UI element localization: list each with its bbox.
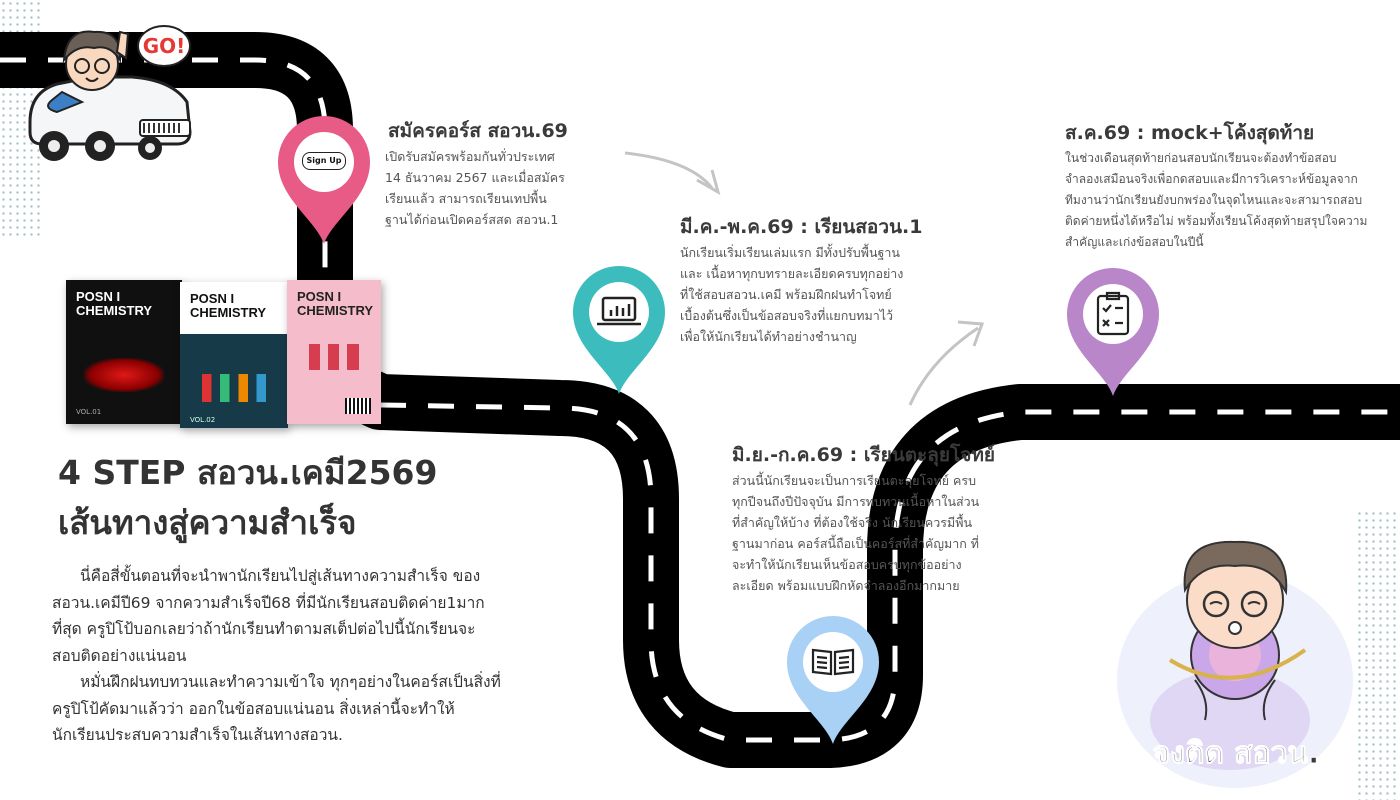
page-title-line-2: เส้นทางสู่ความสำเร็จ: [58, 503, 357, 542]
pin-step-3: [783, 610, 883, 746]
page-title-line-1: 4 STEP สอวน.เคมี2569: [58, 453, 438, 492]
pin-step-4: [1063, 262, 1163, 398]
open-book-icon: [811, 648, 855, 676]
intro-paragraph-1: นี่คือสี่ขั้นตอนที่จะนำพานักเรียนไปสู่เส…: [52, 567, 485, 665]
step-2-description: นักเรียนเริ่มเรียนเล่มแรก มีทั้งปรับพื้น…: [680, 245, 904, 344]
checklist-icon: [1096, 291, 1130, 336]
go-badge: GO!: [142, 34, 186, 58]
step-3-description: ส่วนนี้นักเรียนจะเป็นการเรียนตะลุยโจทย์ …: [732, 473, 980, 593]
sign-up-icon: Sign Up: [302, 152, 346, 170]
car-illustration: GO!: [22, 22, 202, 172]
step-3-title: มิ.ย.-ก.ค.69 : เรียนตะลุยโจทย์: [732, 444, 996, 466]
step-2-title: มี.ค.-พ.ค.69 : เรียนสอวน.1: [680, 216, 923, 238]
step-4-description: ในช่วงเดือนสุดท้ายก่อนสอบนักเรียนจะต้องท…: [1065, 151, 1368, 249]
laptop-chart-icon: [597, 296, 641, 326]
sticker-text: จงติด สอวน.: [1152, 736, 1320, 772]
dot-pattern-bottom-right: [1356, 510, 1400, 800]
book-vol-1: POSN I CHEMISTRY VOL.01: [66, 280, 182, 424]
step-1-title: สมัครคอร์ส สอวน.69: [388, 120, 568, 142]
book-vol-2: POSN I CHEMISTRY VOL.02: [180, 282, 288, 428]
intro-paragraph-2: หมั่นฝึกฝนทบทวนและทำความเข้าใจ ทุกๆอย่าง…: [52, 673, 501, 744]
pin-step-1: Sign Up: [274, 110, 374, 246]
intro-text: นี่คือสี่ขั้นตอนที่จะนำพานักเรียนไปสู่เส…: [52, 563, 502, 749]
step-4-title: ส.ค.69 : mock+โค้งสุดท้าย: [1065, 122, 1315, 144]
page-title: 4 STEP สอวน.เคมี2569 เส้นทางสู่ความสำเร็…: [58, 448, 437, 548]
sticker-character: จงติด สอวน.: [1110, 520, 1360, 795]
pin-step-2: [569, 260, 669, 396]
book-vol-3: POSN I CHEMISTRY: [287, 280, 381, 424]
